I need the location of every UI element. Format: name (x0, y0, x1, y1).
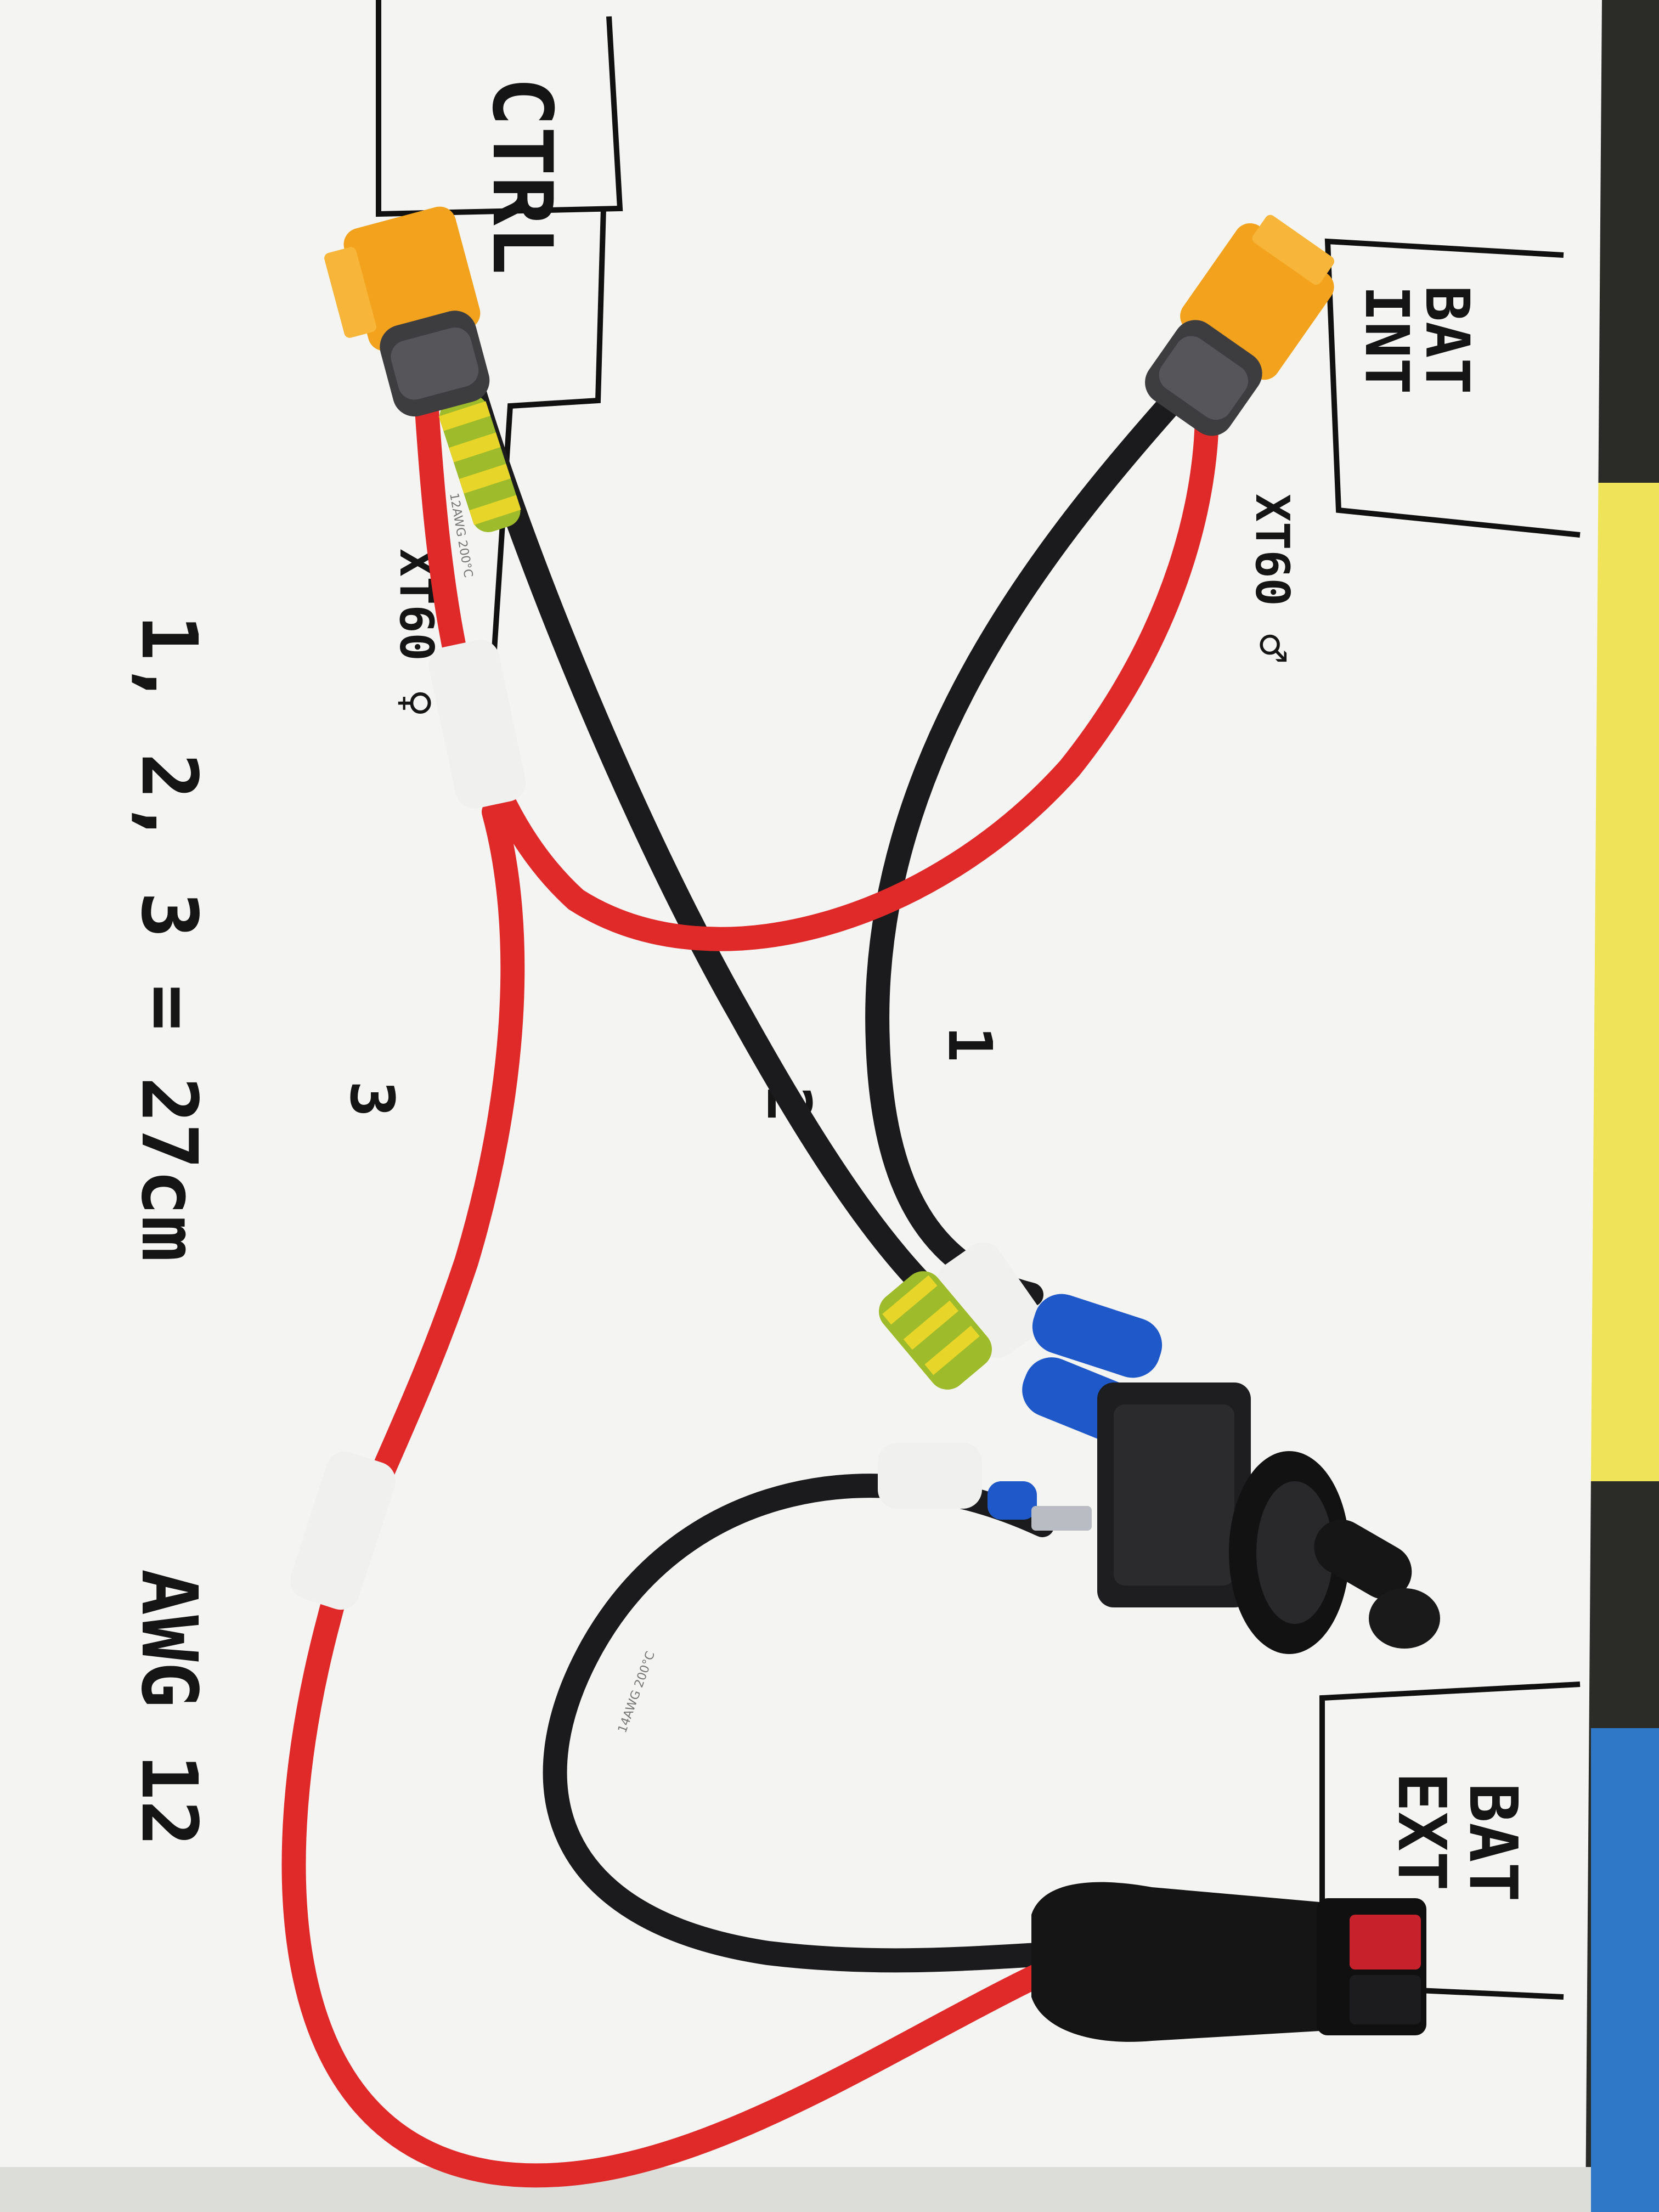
black-wire-2 (460, 372, 1000, 1351)
bat-int-label-line1: BAT (1412, 285, 1482, 394)
white-tape-red-top (428, 640, 526, 809)
blue-spade-terminal-1 (1032, 1294, 1163, 1378)
black-wire-1 (865, 394, 1181, 1307)
wire-number-1: 1 (935, 1026, 1005, 1062)
right-yellow-note (1585, 483, 1659, 1481)
bat-int-label-line2: INT (1352, 285, 1422, 394)
anderson-powerpole-icon (1031, 1882, 1426, 2042)
white-tape-red-lower (290, 1451, 396, 1610)
white-tape-switch-1 (937, 1242, 1043, 1358)
wire-number-3: 3 (337, 1081, 407, 1117)
right-blue-object (1591, 1728, 1659, 2212)
note-lengths: 1, 2, 3 = 27cm (124, 614, 213, 1262)
bat-ext-label-line1: BAT (1454, 1783, 1531, 1902)
black-wire-ext (543, 1474, 1098, 1973)
ctrl-label: CTRL (474, 77, 569, 275)
xt60-male-label: XT60 ♂ (1245, 494, 1299, 662)
red-wire-3 (281, 800, 1098, 2188)
bat-ext-box (1319, 1681, 1581, 2000)
white-tape-switch-ext (878, 1443, 982, 1509)
ctrl-heatshrink (438, 395, 521, 532)
ctrl-box-lower (491, 208, 606, 659)
ctrl-box (376, 0, 623, 217)
blue-spade-terminal-3 (988, 1481, 1037, 1520)
switch-heatshrink (879, 1271, 992, 1390)
bat-int-box (1324, 238, 1581, 538)
paper-shadow (0, 2167, 1591, 2212)
bat-ext-label-line2: EXT (1383, 1772, 1459, 1891)
xt60-connector-icon (324, 206, 490, 417)
note-gauge: AWG 12 (124, 1569, 213, 1847)
toggle-switch-icon (1097, 1383, 1440, 1654)
xt60-connector-icon (1145, 215, 1335, 436)
spade-metal-tab (1031, 1506, 1092, 1531)
